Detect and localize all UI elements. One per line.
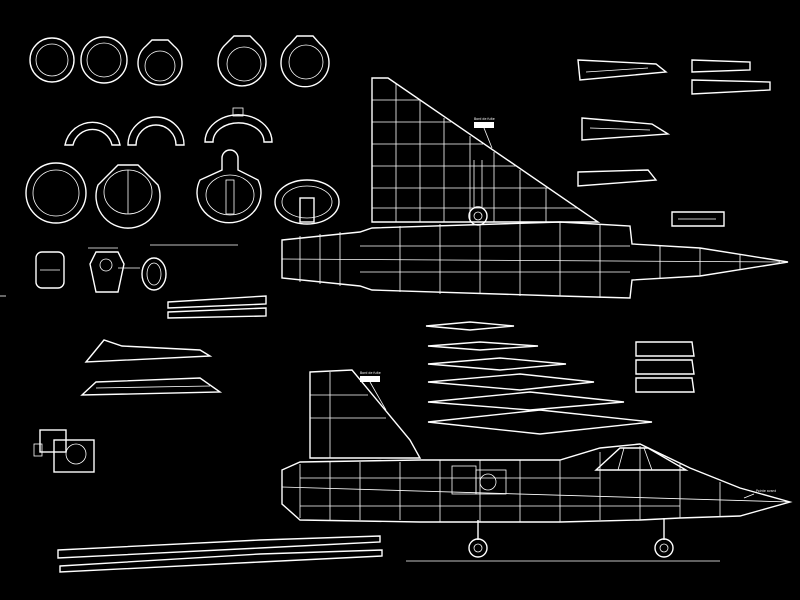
top-marker-label: Bord de fuite (474, 117, 495, 121)
wing-root-piece-2 (80, 377, 223, 396)
large-former-3 (196, 149, 262, 224)
side-view-engine-bay (451, 465, 507, 495)
rib-pieces (635, 341, 695, 393)
detail-piece-1 (577, 59, 668, 81)
small-part-1 (35, 251, 65, 289)
former-ring-4 (217, 35, 267, 87)
detail-piece-5 (671, 211, 725, 227)
detail-piece-2 (691, 59, 771, 95)
former-ring-2 (80, 36, 128, 84)
side-view-canopy (594, 447, 689, 471)
nose-landing-gear (654, 518, 674, 558)
arch-former-2 (127, 116, 185, 146)
top-view-wing (371, 77, 601, 226)
large-former-4 (274, 179, 340, 225)
engine-drawing (33, 429, 95, 473)
fuselage-side-strip (57, 535, 383, 573)
top-view-section-label (474, 122, 494, 149)
wing-root-piece-1 (84, 339, 213, 363)
nose-note-leader (743, 493, 755, 499)
former-ring-3 (137, 39, 183, 86)
side-view-fin (309, 369, 422, 459)
airfoil-sections (425, 321, 653, 435)
arch-former-3 (204, 107, 273, 143)
detail-piece-4 (577, 169, 658, 187)
large-former-1 (25, 162, 87, 224)
plank-pair (167, 295, 267, 319)
main-landing-gear (468, 520, 488, 558)
small-part-3 (141, 257, 167, 291)
small-part-2 (88, 247, 140, 293)
side-marker-label: Bord de fuite (360, 371, 381, 375)
side-view-fuselage (281, 443, 793, 523)
side-view-section-label (360, 376, 387, 411)
detail-piece-3 (581, 117, 671, 141)
former-ring-5 (280, 35, 330, 88)
arch-former-1 (64, 121, 121, 146)
large-former-2 (95, 164, 161, 229)
nose-note: Pointe avant (756, 489, 777, 493)
top-view-fuselage (281, 221, 789, 299)
former-ring-1 (29, 37, 75, 83)
